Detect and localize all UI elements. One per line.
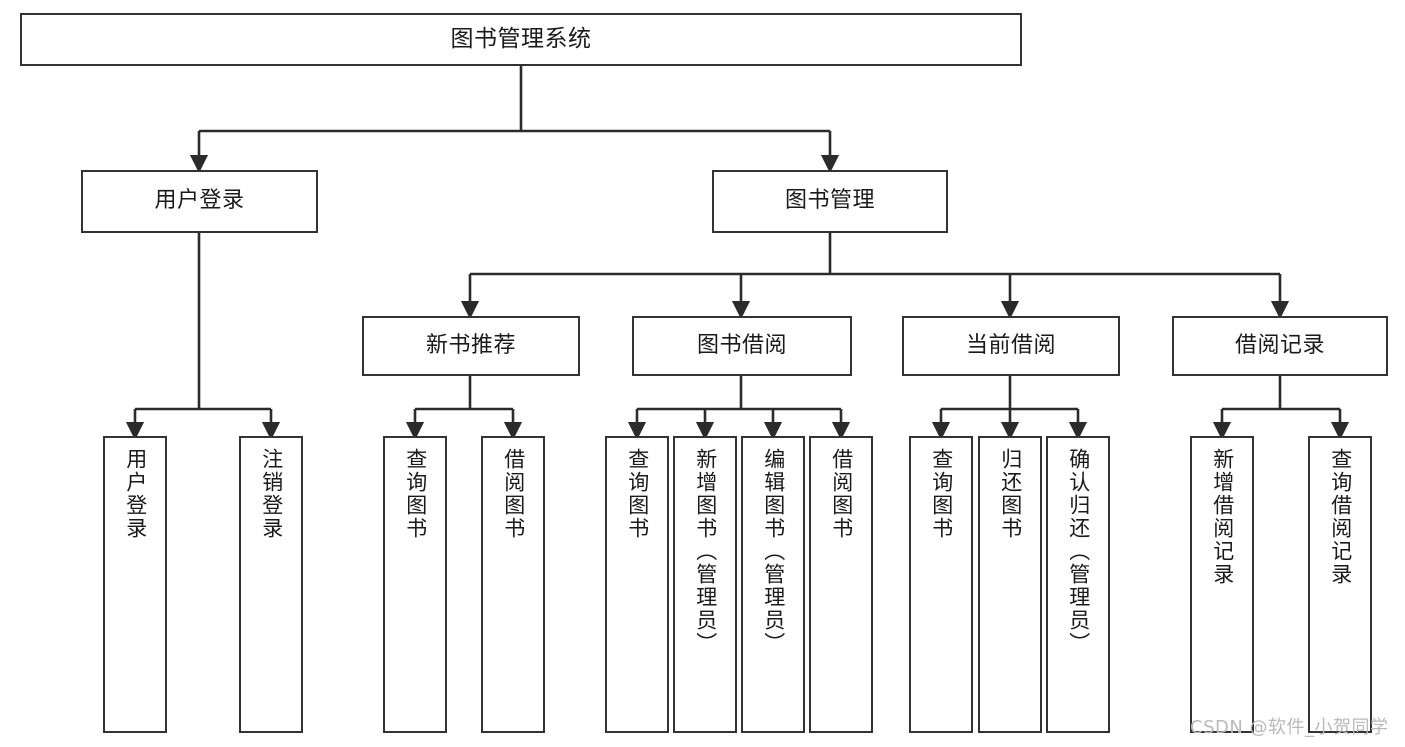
node-new-book-recommend[interactable]: 新书推荐 [362,316,580,376]
leaf-current-borrow-return-book[interactable]: 归还图书 [978,436,1042,733]
node-label: 注销登录 [259,448,284,540]
node-label: 借阅记录 [1234,332,1325,358]
node-user-login[interactable]: 用户登录 [81,170,318,233]
leaf-user-login-logout[interactable]: 注销登录 [239,436,303,733]
node-book-borrow[interactable]: 图书借阅 [632,316,852,376]
node-label: 新增图书（管理员） [693,448,718,655]
watermark: CSDN @软件_小贺同学 [1190,717,1389,738]
node-book-management[interactable]: 图书管理 [712,170,948,233]
node-label: 查询借阅记录 [1328,448,1353,586]
node-label: 当前借阅 [965,332,1056,358]
node-label: 借阅图书 [829,448,854,540]
node-current-borrow[interactable]: 当前借阅 [902,316,1120,376]
leaf-borrow-record-add-record[interactable]: 新增借阅记录 [1190,436,1254,733]
leaf-book-borrow-query-book[interactable]: 查询图书 [605,436,669,733]
leaf-book-borrow-add-book-admin[interactable]: 新增图书（管理员） [673,436,737,733]
node-label: 图书管理系统 [450,25,592,52]
node-label: 编辑图书（管理员） [761,448,786,655]
node-label: 借阅图书 [501,448,526,540]
node-label: 新增借阅记录 [1210,448,1235,586]
node-borrow-record[interactable]: 借阅记录 [1172,316,1388,376]
node-label: 查询图书 [403,448,428,540]
node-label: 图书管理 [784,188,875,214]
leaf-current-borrow-query-book[interactable]: 查询图书 [909,436,973,733]
node-label: 确认归还（管理员） [1066,448,1091,655]
node-label: 查询图书 [929,448,954,540]
node-root-book-management-system[interactable]: 图书管理系统 [20,13,1022,66]
node-label: 归还图书 [998,448,1023,540]
node-label: 用户登录 [123,448,148,540]
leaf-book-borrow-edit-book-admin[interactable]: 编辑图书（管理员） [741,436,805,733]
leaf-new-book-borrow-book[interactable]: 借阅图书 [481,436,545,733]
node-label: 用户登录 [154,188,245,214]
node-label: 图书借阅 [696,332,787,358]
leaf-new-book-query-book[interactable]: 查询图书 [383,436,447,733]
node-label: 查询图书 [625,448,650,540]
leaf-current-borrow-confirm-return-admin[interactable]: 确认归还（管理员） [1046,436,1110,733]
leaf-book-borrow-borrow-book[interactable]: 借阅图书 [809,436,873,733]
leaf-user-login-login[interactable]: 用户登录 [103,436,167,733]
node-label: 新书推荐 [425,332,516,358]
leaf-borrow-record-query-record[interactable]: 查询借阅记录 [1308,436,1372,733]
